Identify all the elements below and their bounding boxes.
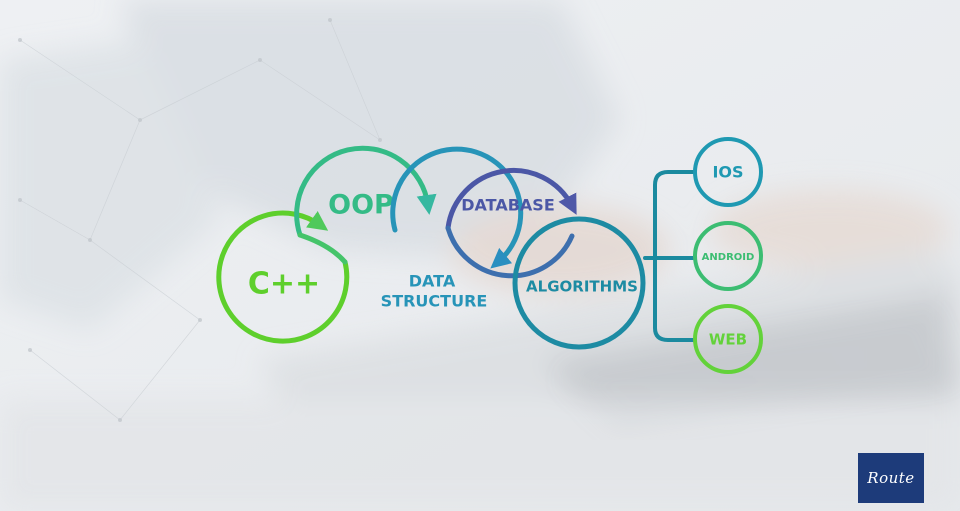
oop-ring bbox=[294, 145, 437, 238]
algorithms-node: ALGORITHMS bbox=[512, 216, 646, 350]
ios-ring bbox=[693, 137, 763, 207]
brand-logo: Route bbox=[858, 453, 924, 503]
oop-label: OOP bbox=[328, 190, 394, 221]
data-structure-ring bbox=[390, 146, 524, 269]
web-ring bbox=[693, 304, 763, 374]
database-ring-top bbox=[445, 167, 577, 231]
ios-label: IOS bbox=[712, 163, 743, 182]
platform-connector bbox=[643, 170, 695, 342]
database-ring-bottom bbox=[445, 225, 575, 279]
cpp-node: C++ bbox=[216, 210, 350, 344]
platform-android: ANDROID bbox=[693, 221, 763, 291]
android-ring bbox=[693, 221, 763, 291]
data-structure-line1: DATA bbox=[409, 272, 456, 291]
algorithms-label: ALGORITHMS bbox=[526, 278, 638, 296]
oop-node: OOP bbox=[294, 145, 437, 265]
oop-to-cpp-arc bbox=[297, 232, 348, 265]
database-label: DATABASE bbox=[461, 196, 555, 215]
connector-branch-web bbox=[653, 256, 695, 342]
platform-web: WEB bbox=[693, 304, 763, 374]
data-structure-node: DATA STRUCTURE bbox=[381, 146, 524, 311]
cpp-label: C++ bbox=[248, 267, 320, 302]
platform-ios: IOS bbox=[693, 137, 763, 207]
database-node: DATABASE bbox=[445, 167, 577, 279]
data-structure-line2: STRUCTURE bbox=[381, 292, 488, 311]
cpp-ring bbox=[216, 210, 350, 344]
web-label: WEB bbox=[709, 331, 747, 349]
brand-logo-text: Route bbox=[867, 469, 915, 487]
algorithms-ring bbox=[512, 216, 646, 350]
android-label: ANDROID bbox=[702, 252, 755, 263]
connector-branch-ios bbox=[653, 170, 695, 260]
